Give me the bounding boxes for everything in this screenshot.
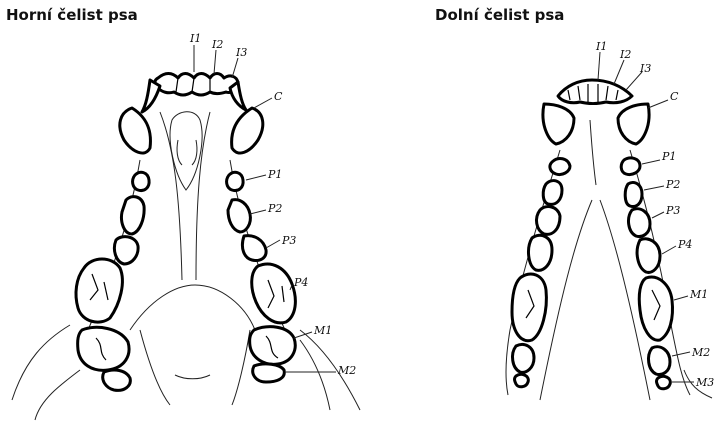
lower-symphysis (590, 120, 596, 185)
lower-m3-right (657, 376, 671, 388)
upper-jaw (12, 74, 360, 421)
upper-zygomatic-left-2 (35, 370, 80, 420)
lower-m1-right (639, 277, 672, 340)
upper-zygomatic-right-2 (300, 340, 330, 410)
upper-p4-left (76, 259, 122, 322)
upper-label-p4: P4 (293, 276, 308, 289)
upper-skull-outline (130, 285, 255, 330)
lower-label-m2: M2 (691, 346, 710, 359)
lower-label-c: C (670, 90, 679, 103)
upper-label-m2: M2 (337, 364, 356, 377)
lower-label-i2: I2 (619, 48, 631, 61)
lower-p2-left (543, 181, 562, 205)
lower-p3-left (537, 207, 560, 235)
upper-foramen-right (192, 140, 197, 165)
upper-zygomatic-left (12, 325, 70, 400)
lower-label-i1: I1 (595, 40, 607, 53)
upper-canine-right (232, 108, 263, 153)
upper-p1-right (227, 172, 244, 190)
upper-palate-outline (160, 112, 182, 280)
upper-label-i1: I1 (189, 32, 201, 45)
lower-incisors (558, 80, 632, 104)
upper-i3-right (230, 82, 246, 110)
upper-label-i2: I2 (211, 38, 223, 51)
upper-label-p2: P2 (267, 202, 282, 215)
lower-label-p1: P1 (661, 150, 676, 163)
upper-label-p3: P3 (281, 234, 296, 247)
lower-m2-left (513, 345, 534, 373)
upper-m1-left (78, 327, 129, 370)
upper-skull-base-right (232, 330, 250, 405)
lower-p4-right (637, 239, 660, 273)
lower-p3-right (629, 209, 650, 237)
lower-label-i3: I3 (639, 62, 651, 75)
upper-label-p1: P1 (267, 168, 282, 181)
upper-canine-left (120, 108, 151, 153)
upper-label-c: C (274, 90, 283, 103)
lower-label-p4: P4 (677, 238, 692, 251)
upper-p2-left (121, 197, 144, 234)
lower-m2-right (649, 347, 670, 375)
lower-label-m3: M3 (695, 376, 714, 389)
upper-skull-cranium (175, 375, 210, 379)
upper-p3-right (242, 236, 266, 261)
lower-label-p3: P3 (665, 204, 680, 217)
upper-m2-left (103, 370, 131, 390)
upper-palate-outline-right (196, 112, 210, 280)
lower-m1-left (512, 274, 546, 341)
upper-label-m1: M1 (313, 324, 332, 337)
upper-label-i3: I3 (235, 46, 247, 59)
upper-p1-left (133, 172, 150, 190)
upper-m2-right (253, 364, 285, 382)
upper-p2-right (228, 200, 250, 232)
upper-m1-right (250, 327, 296, 365)
upper-skull-base (140, 330, 170, 405)
lower-p2-right (625, 182, 642, 206)
lower-canine-right (618, 104, 649, 144)
lower-m3-left (515, 374, 529, 386)
upper-i3-left (142, 80, 160, 112)
upper-foramen-left (177, 140, 182, 165)
upper-p3-left (114, 237, 138, 264)
lower-p1-left (550, 159, 570, 175)
lower-p4-left (529, 235, 552, 270)
lower-canine-left (543, 104, 574, 144)
upper-incisors (155, 74, 238, 96)
lower-label-m1: M1 (689, 288, 708, 301)
lower-p1-right (621, 158, 640, 175)
lower-label-p2: P2 (665, 178, 680, 191)
